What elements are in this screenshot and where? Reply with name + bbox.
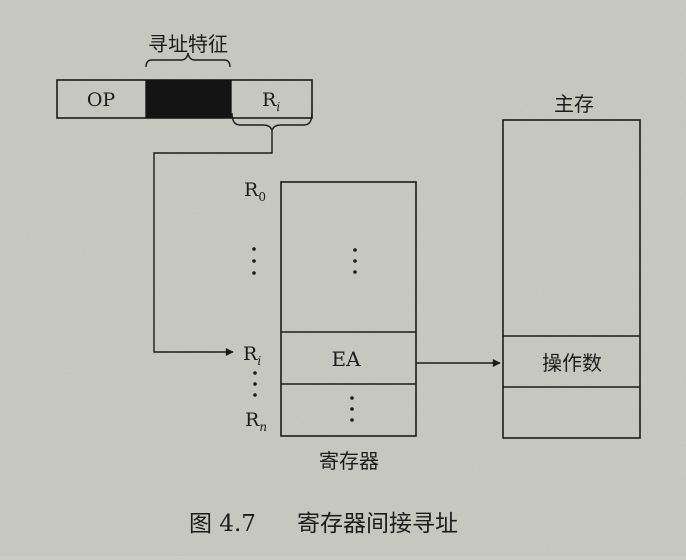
vertical-ellipsis-icon [252, 247, 256, 275]
register-pointer-arrow [153, 131, 273, 356]
register-r0-label: R0 [244, 179, 266, 204]
addressing-feature-label: 寻址特征 [148, 32, 228, 56]
main-memory-box [502, 119, 641, 439]
register-file: EA R0 Ri Rn 寄存器 [243, 179, 417, 473]
register-field: Ri [262, 89, 280, 114]
vertical-ellipsis-icon [350, 396, 354, 422]
figure-caption: 图 4.7 寄存器间接寻址 [189, 511, 458, 537]
register-field-subscript: i [276, 100, 280, 114]
main-memory-title: 主存 [554, 92, 594, 116]
effective-address-cell: EA [331, 347, 361, 371]
register-file-box [280, 181, 417, 437]
figure-title: 寄存器间接寻址 [297, 511, 458, 537]
register-ri-label: Ri [243, 343, 261, 368]
vertical-ellipsis-icon [253, 371, 257, 397]
main-memory: 主存 操作数 [502, 92, 641, 439]
opcode-field: OP [87, 89, 116, 111]
operand-cell: 操作数 [542, 351, 602, 375]
instruction-format: 寻址特征 OP Ri [56, 32, 313, 132]
register-file-caption: 寄存器 [319, 449, 379, 473]
feature-brace [145, 52, 231, 68]
addressing-feature-field [146, 80, 231, 118]
figure-number: 图 4.7 [189, 511, 256, 537]
register-rn-label: Rn [245, 409, 267, 434]
register-field-letter: R [262, 89, 277, 111]
vertical-ellipsis-icon [353, 248, 357, 274]
